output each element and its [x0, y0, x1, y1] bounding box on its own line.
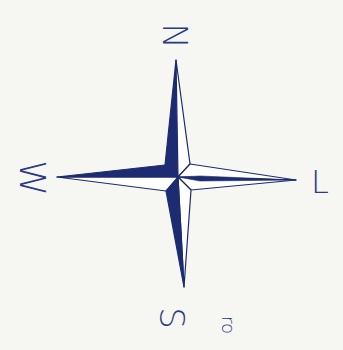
direction-letter: N [158, 23, 192, 48]
signature: ro [219, 316, 237, 334]
direction-letter: L [311, 166, 329, 198]
direction-letter: W [14, 160, 50, 196]
arm-light [178, 177, 296, 190]
arm-dark [178, 176, 296, 181]
arm-light [57, 177, 178, 191]
arm-dark [166, 177, 184, 287]
direction-letter: S [155, 307, 189, 329]
arm-light [178, 164, 296, 180]
arm-dark [57, 165, 178, 177]
arm-light [176, 60, 190, 177]
